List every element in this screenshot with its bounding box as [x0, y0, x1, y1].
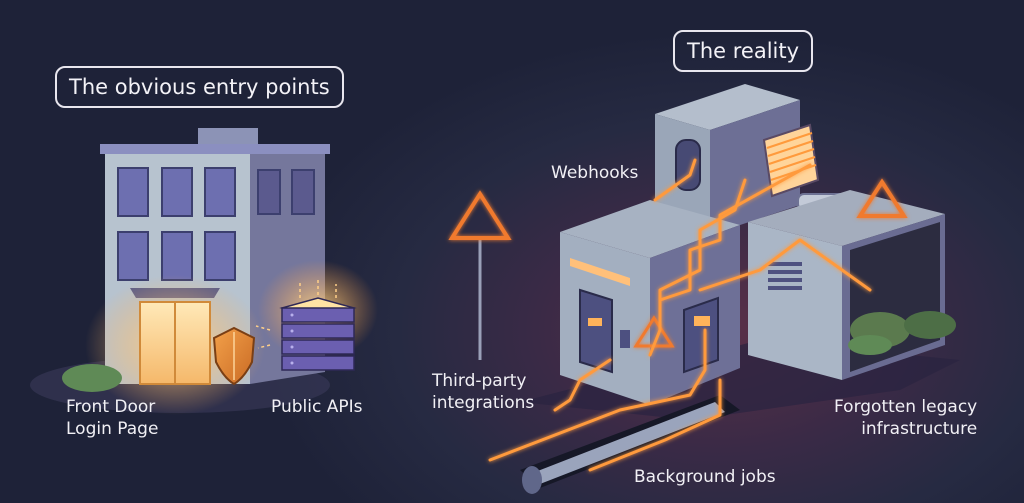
label-forgotten-line2: infrastructure — [861, 419, 978, 439]
label-forgotten-legacy: Forgotten legacy infrastructure — [834, 396, 977, 440]
label-front-door-line1: Front Door — [66, 397, 156, 417]
warning-sign-left — [448, 190, 512, 360]
title-obvious-entry-points: The obvious entry points — [55, 66, 344, 108]
office-building — [30, 128, 330, 415]
server-stack-icon — [255, 260, 378, 371]
label-public-apis: Public APIs — [271, 397, 363, 417]
label-front-door-line2: Login Page — [66, 419, 159, 439]
label-forgotten-line1: Forgotten legacy — [834, 397, 978, 417]
attack-paths — [488, 158, 872, 472]
label-front-door: Front Door Login Page — [66, 396, 158, 440]
label-third-party: Third-party integrations — [432, 370, 534, 414]
complex-building — [520, 84, 960, 420]
title-the-reality: The reality — [673, 30, 814, 72]
underground-pipe — [520, 395, 740, 494]
label-background-jobs: Background jobs — [634, 467, 776, 487]
label-webhooks: Webhooks — [551, 163, 639, 183]
warning-sign-right — [856, 178, 908, 218]
shield-icon — [212, 326, 256, 386]
label-third-party-line2: integrations — [432, 393, 535, 413]
label-third-party-line1: Third-party — [432, 371, 527, 391]
